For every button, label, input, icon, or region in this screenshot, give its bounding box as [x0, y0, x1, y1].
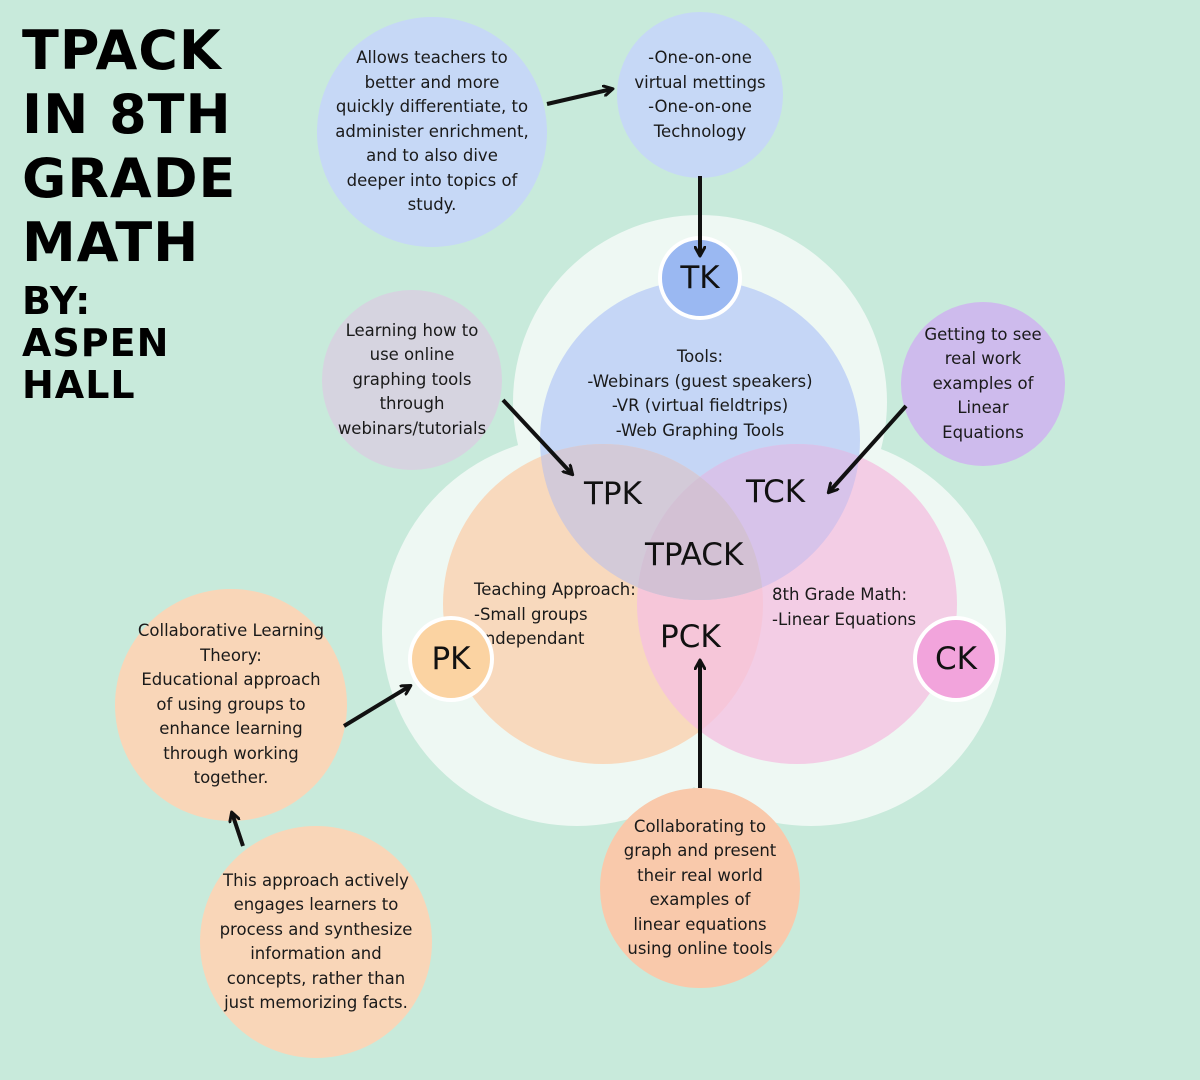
pck-label: PCK	[660, 619, 721, 655]
graphing-tools-text: Learning how to use online graphing tool…	[337, 320, 487, 438]
ck-label: CK	[935, 641, 977, 677]
real-work-text: Getting to see real work examples of Lin…	[924, 324, 1042, 442]
collaborative-theory-bubble: Collaborative Learning Theory: Education…	[115, 589, 347, 821]
pk-badge: PK	[408, 616, 494, 702]
real-work-bubble: Getting to see real work examples of Lin…	[901, 302, 1065, 466]
arrow-differentiate-to-one-on-one	[546, 89, 612, 106]
differentiate-bubble: Allows teachers to better and more quick…	[317, 17, 547, 247]
teaching-approach-text: Teaching Approach: -Small groups -Indepe…	[474, 580, 636, 648]
tpk-label: TPK	[584, 476, 642, 512]
collaborative-theory-text: Collaborative Learning Theory: Education…	[137, 621, 325, 788]
tk-badge: TK	[658, 236, 742, 320]
title-line-4: MATH	[22, 211, 200, 274]
tools-text: Tools: -Webinars (guest speakers) -VR (v…	[587, 347, 813, 440]
one-on-one-text: -One-on-one virtual mettings -One-on-one…	[634, 48, 766, 141]
engages-learners-text: This approach actively engages learners …	[219, 870, 413, 1013]
grade-math-text: 8th Grade Math: -Linear Equations	[772, 585, 917, 629]
title-line-5: BY:	[22, 279, 92, 323]
engages-learners-bubble: This approach actively engages learners …	[200, 826, 432, 1058]
differentiate-text: Allows teachers to better and more quick…	[335, 48, 529, 215]
pk-label: PK	[431, 641, 471, 677]
title-line-7: HALL	[22, 363, 136, 407]
title-line-1: TPACK	[22, 19, 222, 82]
title-line-2: IN 8TH	[22, 83, 232, 146]
title-line-6: ASPEN	[22, 321, 170, 365]
tck-label: TCK	[746, 474, 806, 510]
title-line-3: GRADE	[22, 147, 237, 210]
collaborating-graph-bubble: Collaborating to graph and present their…	[600, 788, 800, 988]
collaborating-graph-text: Collaborating to graph and present their…	[623, 816, 777, 959]
tpack-label: TPACK	[645, 537, 744, 573]
tk-label: TK	[680, 260, 720, 296]
ck-badge: CK	[913, 616, 999, 702]
one-on-one-bubble: -One-on-one virtual mettings -One-on-one…	[617, 12, 783, 178]
graphing-tools-bubble: Learning how to use online graphing tool…	[322, 290, 502, 470]
